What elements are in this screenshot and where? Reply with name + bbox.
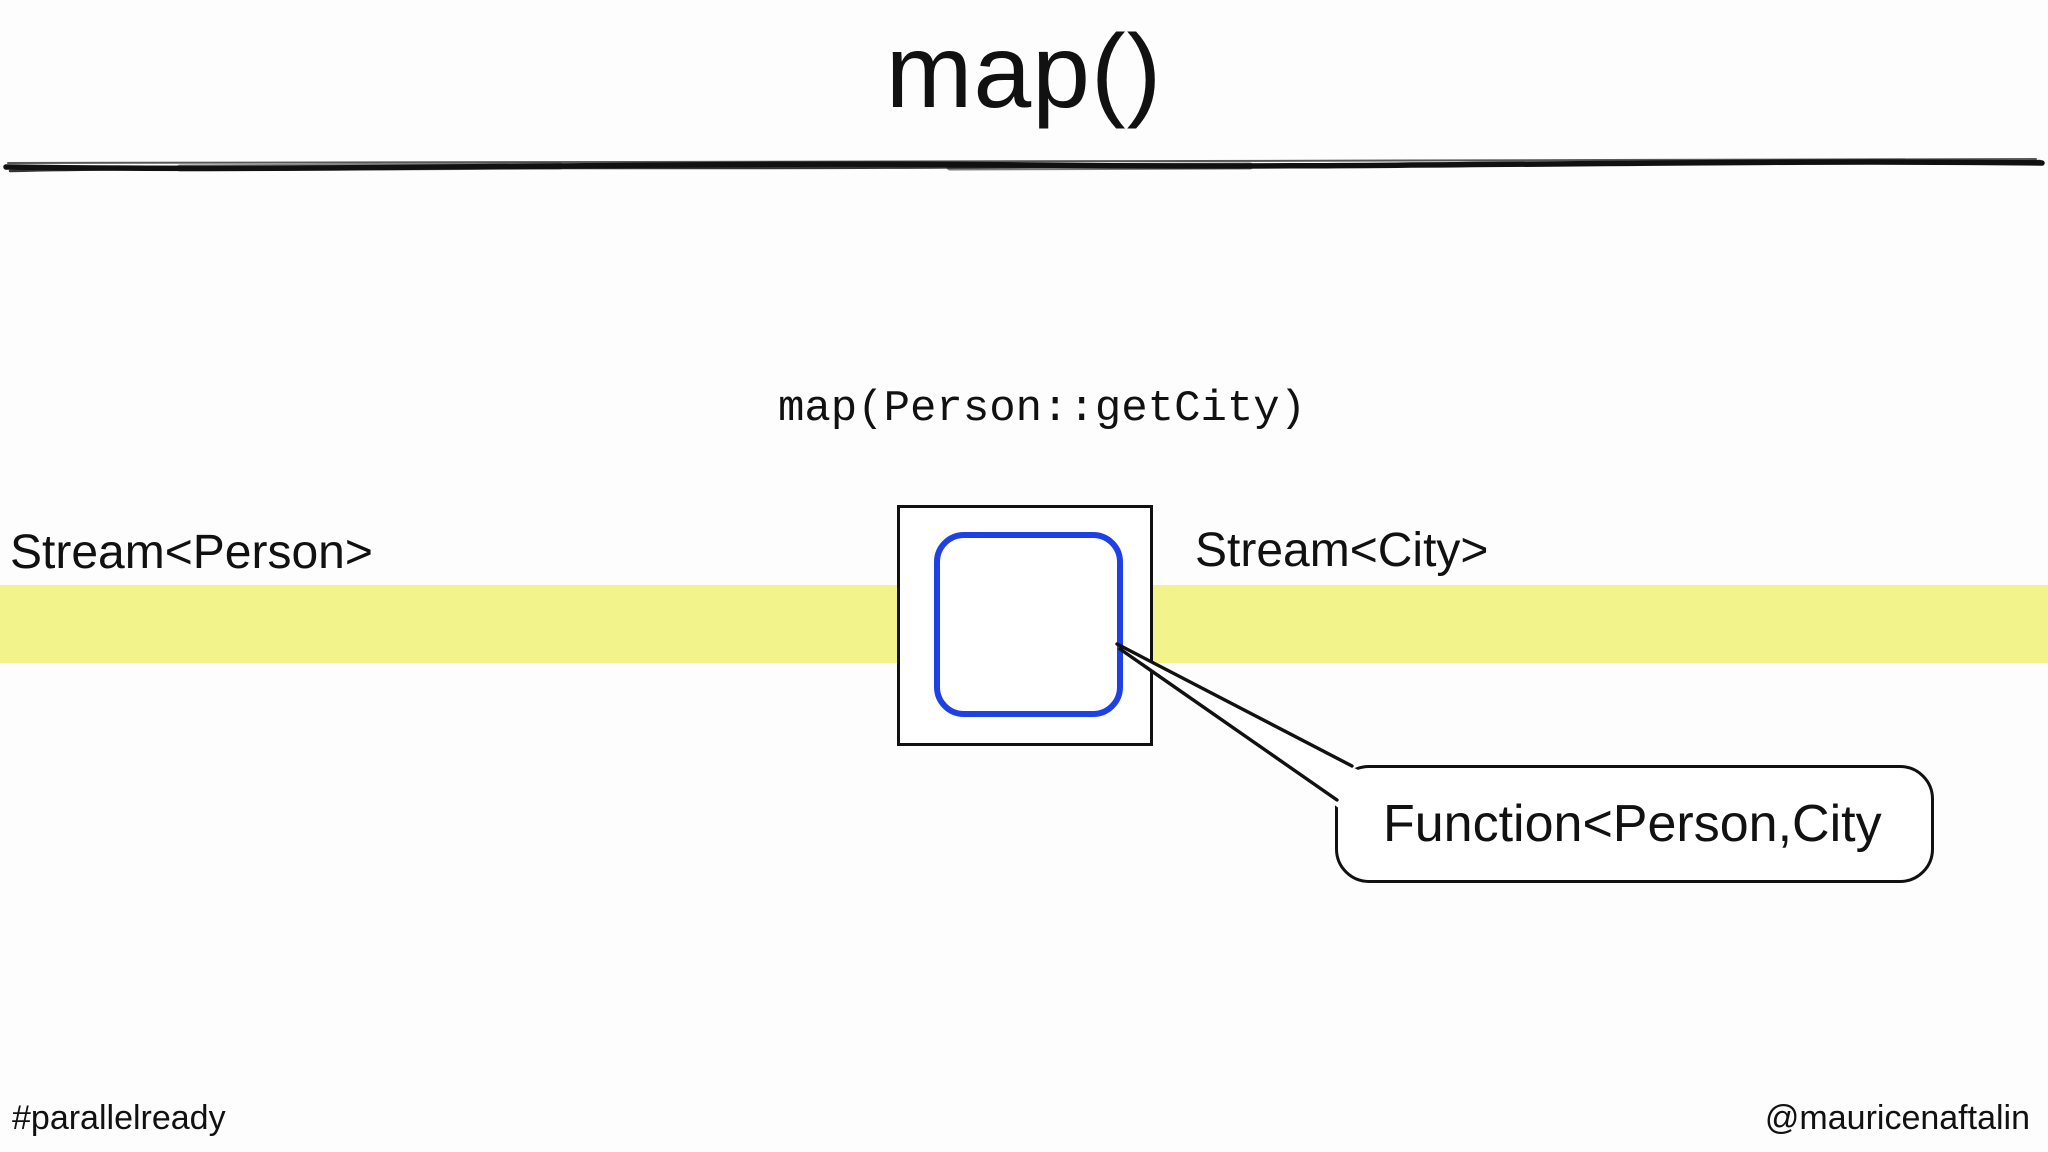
twitter-handle-label: @mauricenaftalin xyxy=(1764,1099,2030,1137)
callout-bubble: Function<Person,City xyxy=(1335,765,1934,883)
function-slot-box xyxy=(934,532,1123,717)
callout-bubble-label: Function<Person,City xyxy=(1383,795,1882,853)
slide-title: map() xyxy=(885,14,1163,130)
input-stream-label: Stream<Person> xyxy=(10,526,373,579)
hashtag-label: #parallelready xyxy=(12,1099,226,1137)
output-stream-label: Stream<City> xyxy=(1195,524,1489,577)
map-operator-box xyxy=(897,505,1153,746)
hand-drawn-divider xyxy=(3,158,2045,173)
code-annotation: map(Person::getCity) xyxy=(778,384,1307,434)
